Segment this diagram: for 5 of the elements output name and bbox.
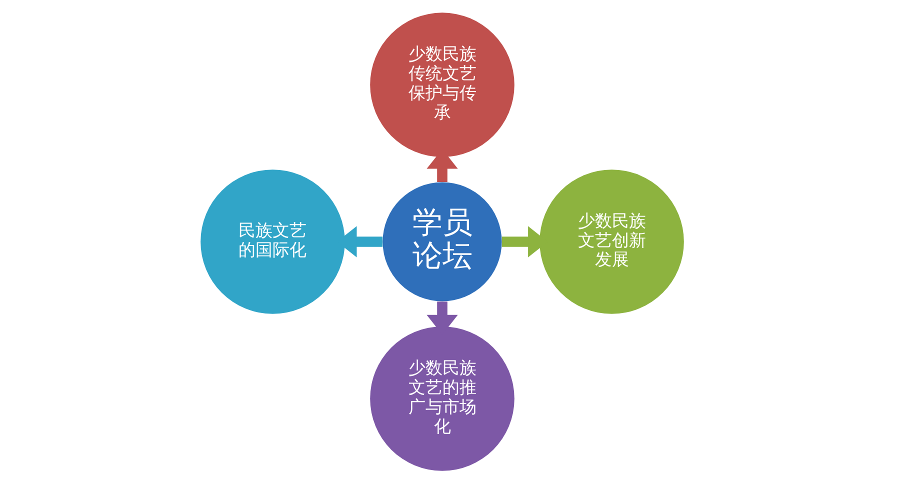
node-circle: 少数民族传统文艺保护与传承: [370, 12, 514, 157]
node-circle: 少数民族文艺创新发展: [539, 170, 684, 314]
node-circle: 学员论坛: [382, 182, 502, 302]
node-circle: 民族文艺的国际化: [200, 170, 344, 314]
node-circle: 少数民族文艺的推广与市场化: [370, 326, 514, 471]
